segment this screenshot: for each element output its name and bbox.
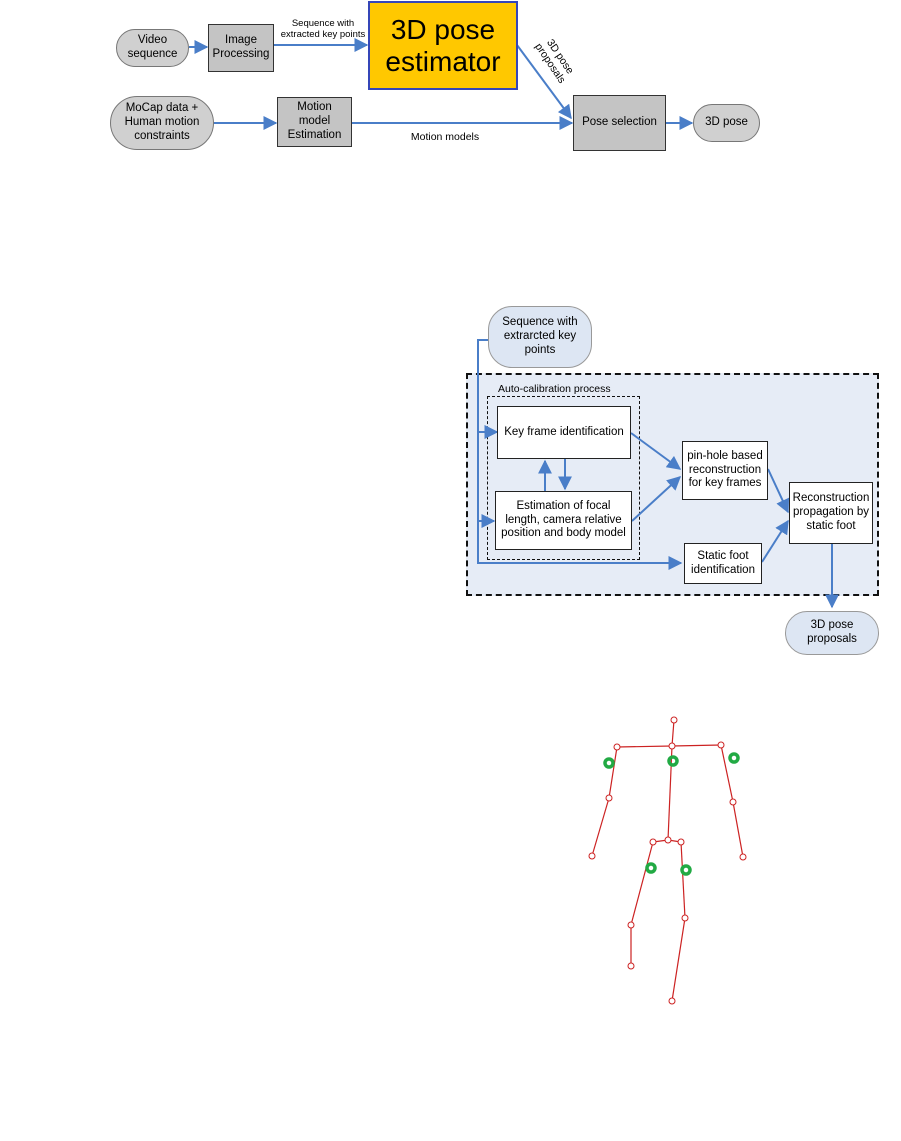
skeleton-bone: [671, 719, 675, 747]
skeleton-joint: [613, 743, 621, 751]
skeleton-joint: [664, 836, 672, 844]
skeleton-joint: [668, 742, 676, 750]
auto-calibration-label: Auto-calibration process: [498, 383, 611, 395]
skeleton-joint: [729, 798, 737, 806]
key-point-marker: [603, 757, 615, 769]
static-foot-node: Static foot identification: [684, 543, 762, 584]
skeleton-joint: [627, 921, 635, 929]
key-point-marker: [680, 864, 692, 876]
skeleton-joint: [670, 716, 678, 724]
propagation-node: Reconstruction propagation by static foo…: [789, 482, 873, 544]
mocap-node: MoCap data + Human motion constraints: [110, 96, 214, 150]
skeleton-joint: [677, 838, 685, 846]
skeleton-bone: [591, 797, 610, 857]
skeleton-bone: [720, 744, 734, 803]
key-point-marker: [645, 862, 657, 874]
arrow-pinhole-to-propagation: [767, 468, 790, 514]
key-point-marker: [728, 752, 740, 764]
video-sequence-node: Video sequence: [116, 29, 189, 67]
arrow-key-frame-to-pinhole: [630, 432, 682, 470]
arrow-estimation-to-pinhole: [631, 476, 682, 522]
estimation-node: Estimation of focal length, camera relat…: [495, 491, 632, 550]
skeleton-bone: [616, 745, 673, 748]
pose-estimator-node: 3D pose estimator: [368, 1, 518, 90]
skeleton-joint: [681, 914, 689, 922]
skeleton-bone: [608, 746, 618, 799]
auto-calibration-group: [487, 396, 640, 560]
skeleton-bone: [630, 841, 654, 926]
key-point-marker: [667, 755, 679, 767]
skeleton-bone: [671, 744, 722, 747]
output-proposals-node: 3D pose proposals: [785, 611, 879, 655]
skeleton-bone: [667, 745, 673, 841]
key-frame-node: Key frame identification: [497, 406, 631, 459]
pose-selection-node: Pose selection: [573, 95, 666, 151]
arrow-input-to-static-foot: [477, 339, 683, 570]
arrow-static-foot-to-propagation: [761, 519, 789, 563]
motion-model-node: Motion model Estimation: [277, 97, 352, 147]
skeleton-joint: [627, 962, 635, 970]
skeleton-joint: [588, 852, 596, 860]
skeleton-joint: [668, 997, 676, 1005]
sequence-label: Sequence with extracted key points: [280, 18, 366, 40]
pose-3d-node: 3D pose: [693, 104, 760, 142]
skeleton-joint: [649, 838, 657, 846]
skeleton-bone: [732, 801, 744, 858]
arrow-estimator-to-selection: [516, 44, 572, 120]
motion-models-label: Motion models: [410, 131, 480, 143]
skeleton-joint: [739, 853, 747, 861]
skeleton-bone: [671, 917, 686, 1002]
skeleton-joint: [605, 794, 613, 802]
image-processing-node: Image Processing: [208, 24, 274, 72]
skeleton-joint: [717, 741, 725, 749]
skeleton-bone: [680, 841, 686, 919]
input-sequence-node: Sequence with extrarcted key points: [488, 306, 592, 368]
pinhole-node: pin-hole based reconstruction for key fr…: [682, 441, 768, 500]
